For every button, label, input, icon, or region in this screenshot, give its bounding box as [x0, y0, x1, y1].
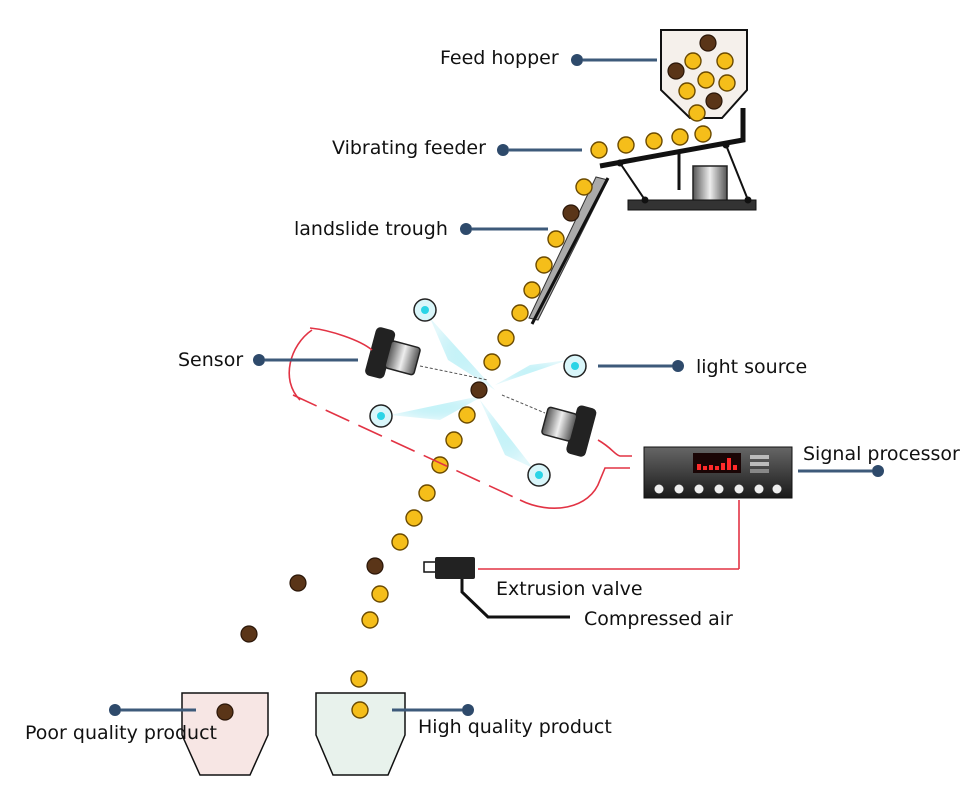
label-vibrating-feeder: Vibrating feeder	[332, 137, 486, 159]
poor-quality-bin	[181, 692, 269, 776]
label-signal-processor: Signal processor	[803, 443, 960, 465]
sensor-camera-right	[541, 405, 597, 457]
high-quality-bin	[315, 692, 406, 776]
label-compressed-air: Compressed air	[584, 608, 733, 630]
vibrating-feeder	[590, 108, 757, 211]
landslide-trough	[511, 176, 610, 325]
light-source-icon	[527, 463, 551, 487]
light-source-icon	[369, 404, 393, 428]
label-light-source: light source	[696, 356, 807, 378]
light-source-units	[369, 298, 587, 487]
particle-stream	[240, 329, 515, 688]
light-source-icon	[413, 298, 437, 322]
light-beams	[390, 318, 568, 468]
signal-wiring	[288, 327, 740, 570]
label-poor-quality-product: Poor quality product	[25, 722, 217, 744]
label-landslide-trough: landslide trough	[294, 218, 448, 240]
leader-lines	[109, 54, 884, 716]
label-high-quality-product: High quality product	[418, 716, 612, 738]
sensor-camera-left	[365, 327, 421, 379]
extrusion-valve	[423, 557, 570, 619]
label-sensor: Sensor	[178, 349, 243, 371]
signal-processor	[643, 446, 793, 499]
light-source-icon	[563, 354, 587, 378]
label-feed-hopper: Feed hopper	[440, 47, 559, 69]
feed-hopper	[660, 29, 748, 122]
label-extrusion-valve: Extrusion valve	[496, 578, 643, 600]
